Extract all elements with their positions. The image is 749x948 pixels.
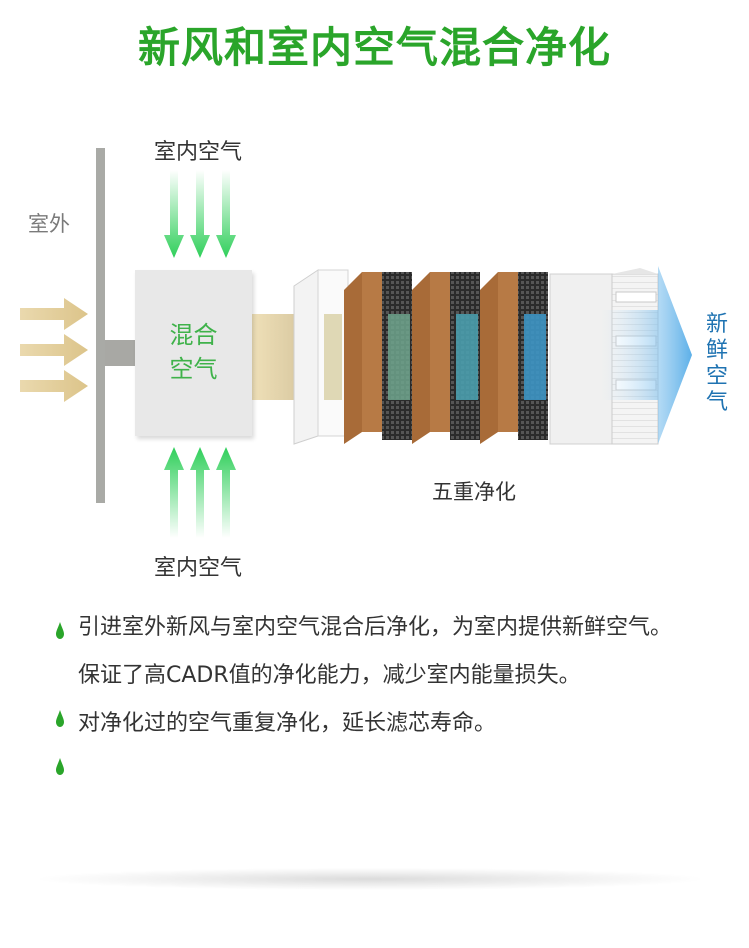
wall [96, 148, 105, 503]
feature-text: 保证了高CADR值的净化能力，减少室内能量损失。 [78, 663, 581, 688]
carbon-filter-3 [480, 272, 548, 444]
page-title: 新风和室内空气混合净化 [137, 23, 611, 72]
drop-icon [56, 758, 64, 775]
indoor-air-label-bottom: 室内空气 [154, 556, 243, 581]
indoor-air-arrows-top [164, 170, 236, 258]
intake-pipe [105, 340, 137, 366]
outdoor-air-arrows [20, 298, 88, 402]
mixed-air-stream [252, 314, 300, 400]
fresh-air-arrow [600, 266, 692, 444]
feature-list: 引进室外新风与室内空气混合后净化，为室内提供新鲜空气。 保证了高CADR值的净化… [52, 608, 712, 744]
bullet-icons [56, 622, 64, 775]
carbon-filter-1 [344, 272, 412, 444]
indoor-air-arrows-bottom [164, 447, 236, 538]
fresh-air-label: 新 鲜 空 气 [705, 312, 728, 415]
pre-filter [293, 269, 349, 445]
indoor-air-label-top: 室内空气 [154, 140, 243, 165]
mixing-chamber [135, 270, 252, 436]
drop-icon [56, 622, 64, 639]
carbon-filter-2 [412, 272, 480, 444]
five-stage-label: 五重净化 [432, 480, 516, 504]
feature-item: 对净化过的空气重复净化，延长滤芯寿命。 [52, 704, 712, 744]
feature-text: 引进室外新风与室内空气混合后净化，为室内提供新鲜空气。 [78, 615, 673, 640]
feature-item: 引进室外新风与室内空气混合后净化，为室内提供新鲜空气。 [52, 608, 712, 648]
mixed-air-label: 混合 空气 [169, 321, 218, 383]
bottom-shadow [40, 868, 700, 890]
outdoor-label: 室外 [28, 212, 70, 236]
feature-text: 对净化过的空气重复净化，延长滤芯寿命。 [78, 711, 497, 736]
feature-item: 保证了高CADR值的净化能力，减少室内能量损失。 [52, 656, 712, 696]
drop-icon [56, 710, 64, 727]
